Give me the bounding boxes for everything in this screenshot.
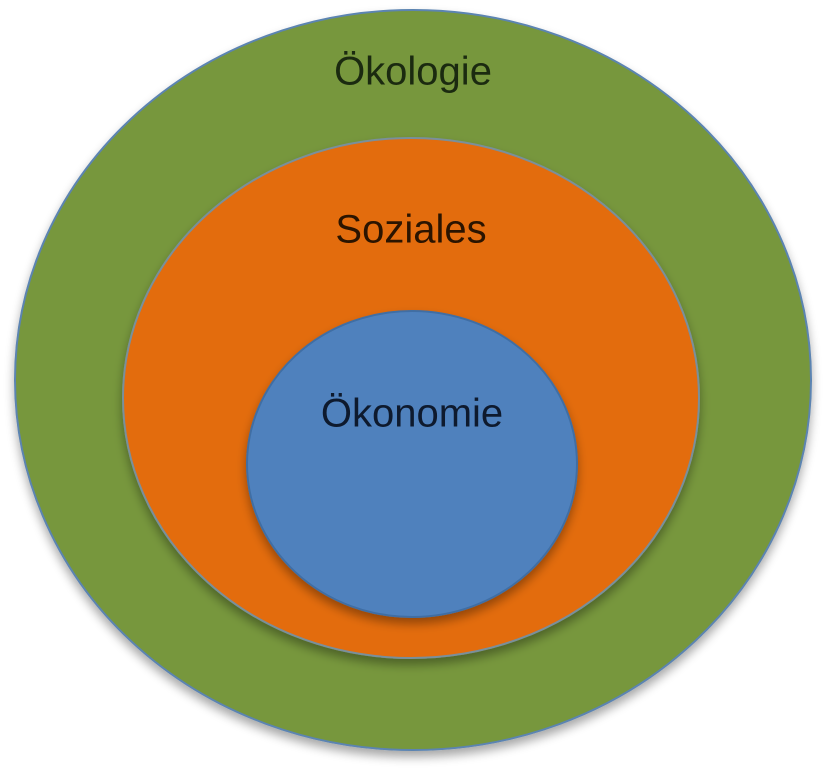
economy-label: Ökonomie [321, 392, 503, 436]
social-label: Soziales [335, 208, 486, 252]
economy-circle [246, 310, 578, 618]
ecology-label: Ökologie [334, 50, 492, 94]
